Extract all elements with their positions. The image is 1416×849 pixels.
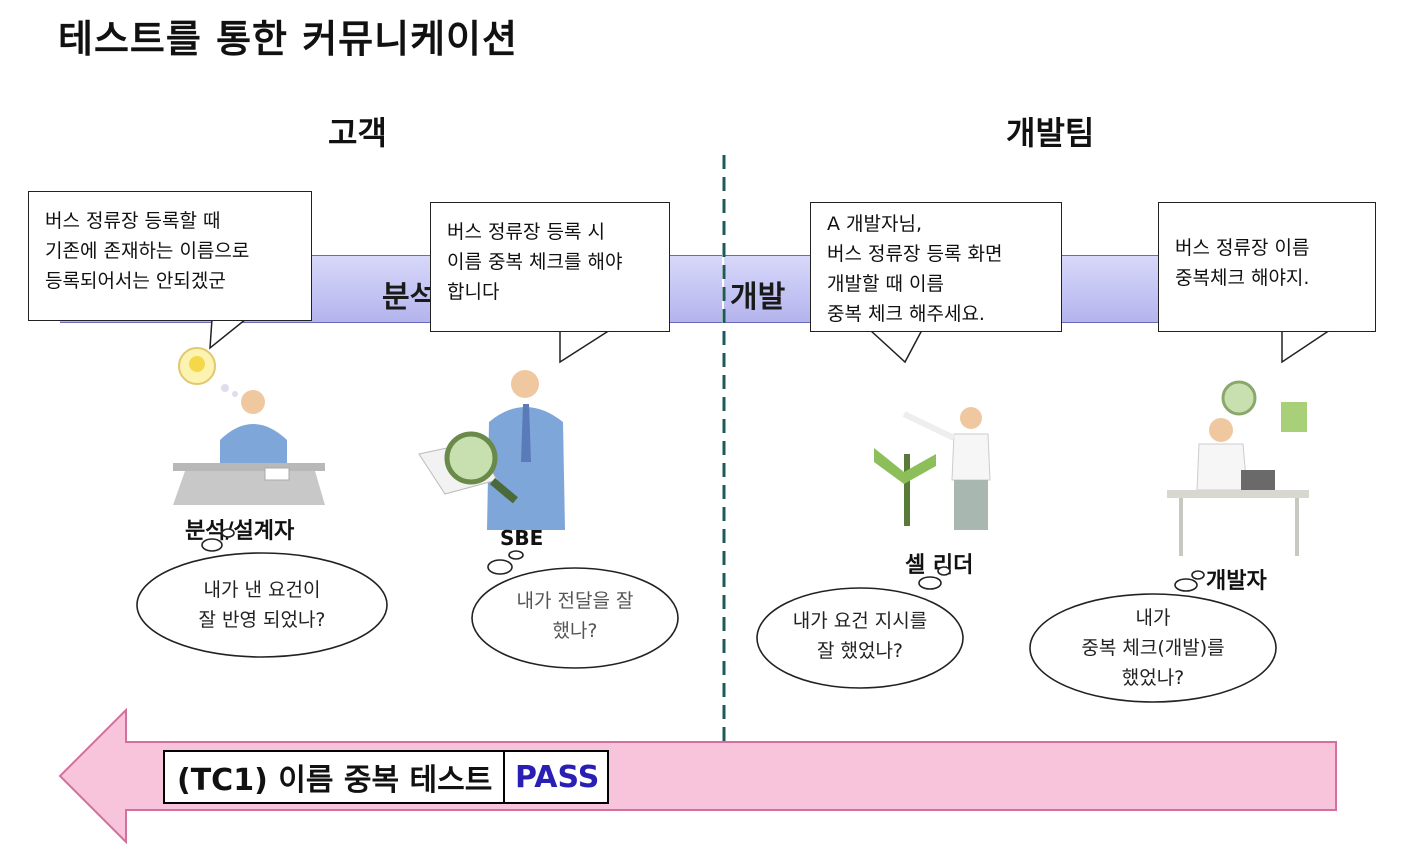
section-devteam: 개발팀 [1006, 114, 1095, 152]
band-label-development: 개발 [730, 280, 786, 315]
thought-analyst: 내가 낸 요건이 잘 반영 되었나? [198, 579, 326, 631]
phase-divider [722, 155, 726, 745]
speech-bubble-sbe: 버스 정류장 등록 시 이름 중복 체크를 해야 합니다 [430, 202, 670, 332]
thought-cell-leader: 내가 요건 지시를 잘 했었나? [792, 610, 928, 662]
thought-developer: 내가 중복 체크(개발)를 했었나? [1081, 607, 1225, 689]
role-label-analyst: 분석/설계자 [185, 519, 295, 544]
test-case-name: (TC1) 이름 중복 테스트 [165, 752, 505, 802]
role-label-sbe: SBE [500, 526, 544, 550]
sbe-figure [418, 370, 565, 530]
cell-leader-figure [874, 407, 991, 530]
test-arrow [58, 708, 1337, 844]
role-label-developer: 개발자 [1206, 569, 1267, 594]
band-label-analysis: 분석 [382, 280, 438, 315]
test-result-badge: PASS [515, 759, 600, 795]
speech-bubble-developer: 버스 정류장 이름 중복체크 해야지. [1158, 202, 1376, 332]
speech-bubble-cell-leader: A 개발자님, 버스 정류장 등록 화면 개발할 때 이름 중복 체크 해주세요… [810, 202, 1062, 332]
thought-sbe: 내가 전달을 잘 했나? [516, 590, 634, 642]
page-title: 테스트를 통한 커뮤니케이션 [58, 17, 518, 61]
speech-bubble-analyst: 버스 정류장 등록할 때 기존에 존재하는 이름으로 등록되어서는 안되겠군 [28, 191, 312, 321]
analyst-figure [173, 347, 325, 505]
section-customer: 고객 [328, 114, 387, 152]
test-case-box: (TC1) 이름 중복 테스트 PASS [163, 750, 609, 804]
developer-figure [1167, 380, 1309, 556]
